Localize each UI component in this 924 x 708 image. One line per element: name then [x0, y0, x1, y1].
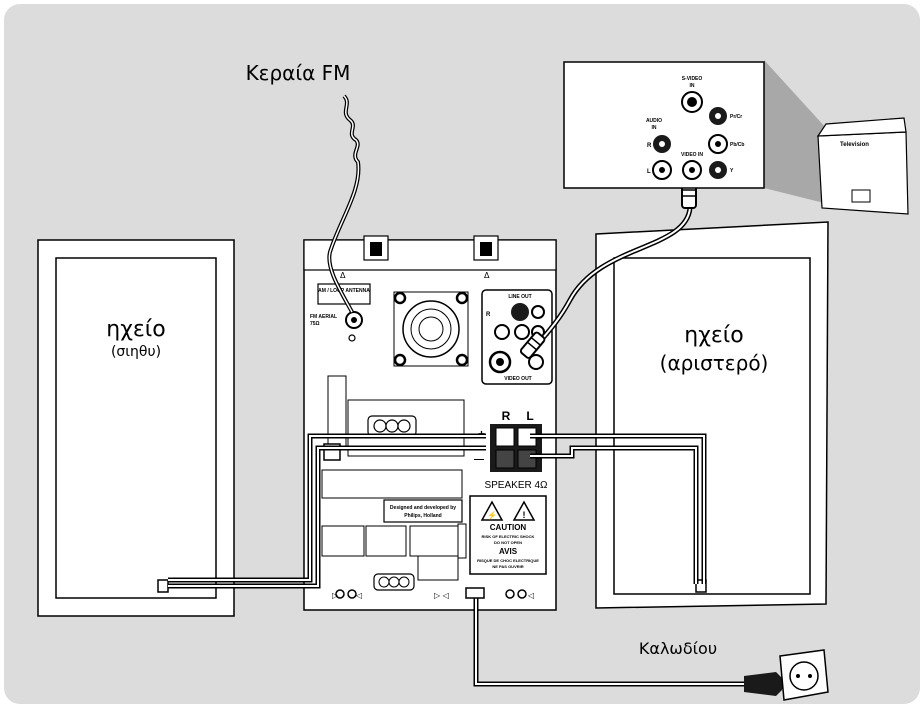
- speaker-l-label: L: [526, 409, 533, 423]
- svg-text:RISK OF ELECTRIC SHOCK: RISK OF ELECTRIC SHOCK: [482, 534, 535, 539]
- svg-text:Television: Television: [840, 142, 869, 148]
- speaker-right-title: ηχείο: [684, 323, 743, 348]
- bottom-feet: ▷ ◁ ▷ ◁ ◁: [332, 589, 534, 600]
- wall-socket-icon: [779, 649, 829, 701]
- svg-text:◁: ◁: [527, 591, 534, 600]
- mount-tab-left: [363, 235, 389, 261]
- svg-text:Pr/Cr: Pr/Cr: [730, 114, 742, 120]
- svg-text:Pb/Cb: Pb/Cb: [730, 142, 744, 148]
- svg-text:75Ω: 75Ω: [310, 321, 320, 327]
- svg-text:DO NOT OPEN: DO NOT OPEN: [494, 540, 522, 545]
- speaker-right-subtitle: (αριστερό): [660, 351, 769, 375]
- svg-text:NE PAS OUVRIR: NE PAS OUVRIR: [492, 564, 523, 569]
- speaker-left-title: ηχείο: [106, 317, 165, 342]
- av-output-panel: LINE OUT VIDEO OUT R L: [481, 289, 553, 385]
- svg-text:Δ: Δ: [484, 271, 490, 280]
- svg-text:AM / LOOP ANTENNA: AM / LOOP ANTENNA: [318, 288, 370, 294]
- svg-text:AVIS: AVIS: [499, 547, 518, 556]
- fm-antenna-wire: [327, 94, 361, 313]
- svg-text:Δ: Δ: [340, 271, 346, 280]
- cooling-fan: [393, 291, 469, 367]
- speaker-terminals: R L + — SPEAKER 4Ω: [474, 409, 548, 491]
- speaker-left-subtitle: (σιηθυ): [111, 344, 161, 360]
- caution-label: ⚡ ! CAUTION RISK OF ELECTRIC SHOCK DO NO…: [469, 495, 547, 575]
- svg-text:IN: IN: [652, 125, 657, 131]
- svg-text:LINE OUT: LINE OUT: [508, 294, 531, 300]
- svg-text:▷ ◁: ▷ ◁: [434, 591, 449, 600]
- svg-text:◁: ◁: [355, 591, 362, 600]
- tv-input-panel: S-VIDEO IN AUDIO IN R L VIDEO IN Pr/Cr P…: [563, 61, 765, 189]
- coaxial-jack: [494, 324, 510, 340]
- svg-text:RISQUE DE CHOC ELECTRIQUE: RISQUE DE CHOC ELECTRIQUE: [477, 558, 539, 563]
- svg-text:▷: ▷: [332, 591, 339, 600]
- svg-text:IN: IN: [690, 83, 695, 89]
- svg-text:⚡: ⚡: [487, 510, 497, 520]
- svg-text:R: R: [647, 143, 652, 149]
- speaker-left: ηχείο (σιηθυ): [37, 239, 235, 617]
- speaker-wire-right: [530, 433, 707, 584]
- svg-text:—: —: [474, 454, 484, 465]
- svg-text:Philips, Holland: Philips, Holland: [404, 513, 442, 519]
- svg-text:FM AERIAL: FM AERIAL: [310, 314, 337, 320]
- speaker-left-terminal: [157, 579, 169, 593]
- svg-text:!: !: [523, 510, 526, 520]
- svg-text:VIDEO OUT: VIDEO OUT: [504, 376, 532, 382]
- svg-text:S-VIDEO: S-VIDEO: [682, 76, 703, 82]
- power-cord: [473, 594, 744, 687]
- svg-text:CAUTION: CAUTION: [490, 523, 527, 532]
- television: Television: [816, 117, 909, 215]
- line-out-r-jack: [511, 303, 529, 321]
- power-cord-label: Καλωδίου: [639, 639, 717, 658]
- video-plug-unit: [519, 331, 546, 359]
- speaker-caption: SPEAKER 4Ω: [484, 480, 548, 491]
- speaker-wire-left: [168, 433, 486, 589]
- line-out-l-jack: [531, 305, 545, 319]
- fm-antenna-label: Κεραία FM: [246, 61, 351, 85]
- svg-text:R: R: [486, 312, 491, 318]
- svg-text:L: L: [647, 169, 651, 175]
- mount-tab-right: [473, 235, 499, 261]
- svg-text:Y: Y: [730, 168, 734, 174]
- speaker-right-terminal: [695, 579, 707, 593]
- speaker-r-label: R: [502, 409, 511, 423]
- svg-text:AUDIO: AUDIO: [646, 118, 662, 124]
- designed-label: [383, 499, 463, 523]
- svg-text:VIDEO IN: VIDEO IN: [681, 152, 703, 158]
- speaker-right: ηχείο (αριστερό): [595, 221, 829, 609]
- svg-text:Designed and developed by: Designed and developed by: [390, 505, 456, 511]
